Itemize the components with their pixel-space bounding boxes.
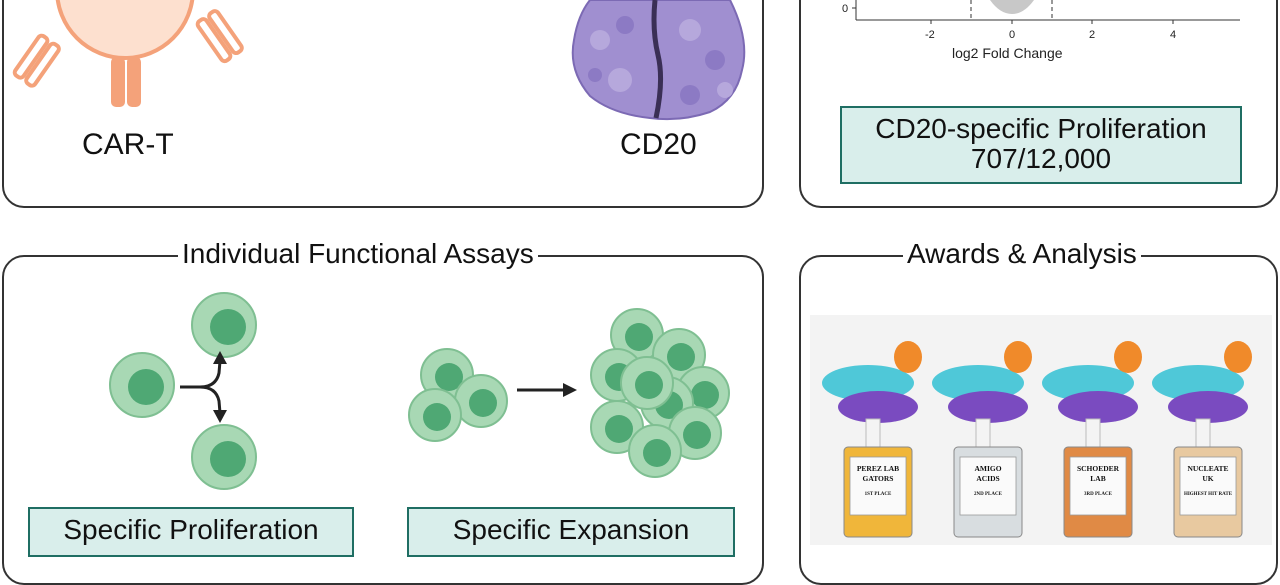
expansion-diagram <box>408 308 730 478</box>
trophy-team-line1: SCHOEDER <box>1077 464 1120 473</box>
trophy-team-line1: NUCLEATE <box>1187 464 1228 473</box>
daughter-cell-bottom <box>191 424 257 490</box>
car-t-cell-body <box>55 0 195 60</box>
car-t-cell-illustration <box>12 0 244 107</box>
trophy-place: 1ST PLACE <box>865 492 892 497</box>
trophy-place: HIGHEST HIT RATE <box>1184 492 1233 497</box>
large-cluster <box>590 308 730 478</box>
x-tick-2: 2 <box>1089 29 1095 41</box>
cd20-label: CD20 <box>620 128 697 161</box>
trophy-team-line2: GATORS <box>863 474 894 483</box>
specific-proliferation-label: Specific Proliferation <box>63 514 319 545</box>
x-tick-neg2: -2 <box>925 29 935 41</box>
functional-assays-title: Individual Functional Assays <box>178 237 538 271</box>
trophy-team-line2: UK <box>1202 474 1213 483</box>
cd20-proliferation-summary: CD20-specific Proliferation 707/12,000 <box>840 106 1242 184</box>
summary-count: 707/12,000 <box>970 143 1112 174</box>
volcano-point-cloud <box>990 0 1034 14</box>
x-axis-label: log2 Fold Change <box>952 45 1063 61</box>
trophy-place: 3RD PLACE <box>1084 492 1113 497</box>
trophy-team-line1: PEREZ LAB <box>857 464 899 473</box>
parent-cell <box>109 352 175 418</box>
car-t-label: CAR-T <box>82 128 174 161</box>
daughter-cell-top <box>191 292 257 358</box>
split-arrow <box>180 360 222 414</box>
car-receptor-right <box>195 9 244 64</box>
proliferation-diagram <box>109 292 257 490</box>
specific-proliferation-box: Specific Proliferation <box>28 507 354 557</box>
specific-expansion-box: Specific Expansion <box>407 507 735 557</box>
cd20-protein-illustration <box>571 0 746 121</box>
trophy-team-line2: LAB <box>1090 474 1105 483</box>
trophy-team-line1: AMIGO <box>974 464 1001 473</box>
summary-title: CD20-specific Proliferation <box>875 113 1207 144</box>
awards-title: Awards & Analysis <box>903 237 1141 271</box>
x-tick-0: 0 <box>1009 29 1015 41</box>
x-tick-4: 4 <box>1170 29 1176 41</box>
trophy-place: 2ND PLACE <box>974 492 1003 497</box>
small-cluster <box>408 348 508 442</box>
trophy-team-line2: ACIDS <box>976 474 999 483</box>
car-receptor-left <box>12 33 61 88</box>
specific-expansion-label: Specific Expansion <box>452 514 690 545</box>
car-receptor-bottom <box>111 57 141 107</box>
y-tick-0: 0 <box>842 3 848 15</box>
volcano-plot: 0 -2 0 2 4 log2 Fold Change <box>842 0 1240 61</box>
